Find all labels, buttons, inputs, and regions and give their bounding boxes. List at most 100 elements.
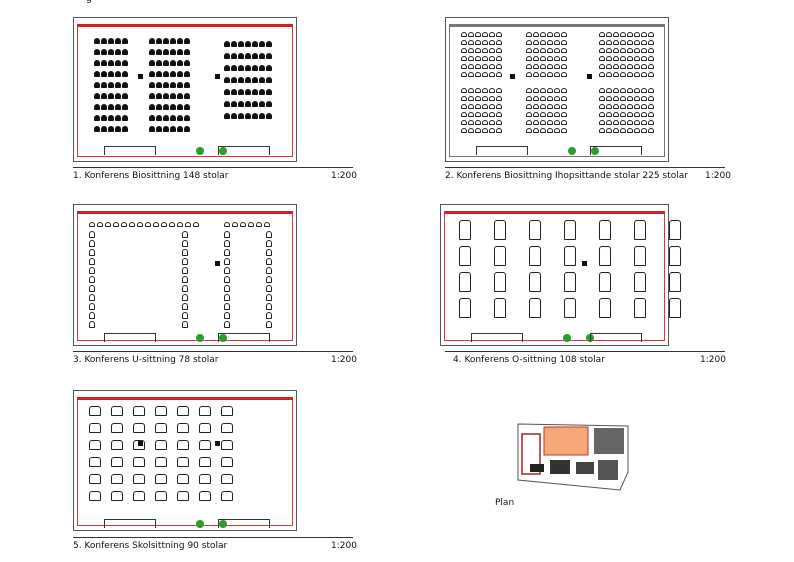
seat — [606, 56, 612, 61]
floor-plan-4 — [440, 204, 681, 346]
seat — [669, 220, 681, 240]
seat — [122, 38, 128, 44]
seat — [89, 312, 95, 319]
seat — [599, 64, 605, 69]
seat — [606, 88, 612, 93]
seat — [184, 60, 190, 66]
seat — [266, 89, 272, 95]
tree-icon — [196, 520, 204, 528]
seat — [606, 120, 612, 125]
seat — [224, 113, 230, 119]
seat — [177, 474, 189, 484]
seat — [634, 40, 640, 45]
seat — [613, 48, 619, 53]
seat — [468, 72, 474, 77]
seat — [554, 120, 560, 125]
seat — [266, 303, 272, 310]
seat — [170, 60, 176, 66]
seat — [177, 222, 183, 227]
seat — [540, 64, 546, 69]
seat — [489, 40, 495, 45]
seat — [634, 112, 640, 117]
seat — [259, 101, 265, 107]
seat — [529, 272, 541, 292]
seat — [232, 222, 238, 227]
seat — [627, 96, 633, 101]
seat — [526, 48, 532, 53]
stage — [476, 146, 528, 155]
seat — [468, 104, 474, 109]
seat — [613, 128, 619, 133]
seat — [221, 423, 233, 433]
seat — [240, 222, 246, 227]
seat — [489, 48, 495, 53]
seat — [634, 88, 640, 93]
seat — [101, 60, 107, 66]
seat — [89, 491, 101, 501]
seat — [606, 128, 612, 133]
seat — [606, 32, 612, 37]
stage — [104, 146, 156, 155]
seat — [648, 72, 654, 77]
seat — [177, 423, 189, 433]
seat — [496, 88, 502, 93]
seat — [648, 112, 654, 117]
seat — [199, 491, 211, 501]
seat — [496, 32, 502, 37]
seat — [266, 65, 272, 71]
seat — [108, 104, 114, 110]
seat — [627, 40, 633, 45]
seat — [266, 321, 272, 328]
seat — [461, 112, 467, 117]
seat — [482, 48, 488, 53]
column — [587, 74, 592, 79]
seat — [634, 32, 640, 37]
seat — [620, 72, 626, 77]
seat — [648, 40, 654, 45]
stage — [471, 333, 523, 342]
column — [138, 441, 143, 446]
seat — [115, 93, 121, 99]
seat — [224, 312, 230, 319]
seat — [599, 112, 605, 117]
seat — [111, 491, 123, 501]
seat — [540, 32, 546, 37]
seat — [547, 120, 553, 125]
seat — [182, 312, 188, 319]
seat — [156, 49, 162, 55]
seat — [620, 120, 626, 125]
seat — [101, 49, 107, 55]
seat — [252, 77, 258, 83]
seat — [482, 72, 488, 77]
seat — [468, 112, 474, 117]
seat — [533, 56, 539, 61]
seat — [641, 32, 647, 37]
seat — [489, 104, 495, 109]
stage — [590, 333, 642, 342]
seat — [170, 104, 176, 110]
seat — [496, 72, 502, 77]
seat — [468, 128, 474, 133]
seat — [489, 32, 495, 37]
seat — [248, 222, 254, 227]
seat — [252, 89, 258, 95]
seat — [461, 104, 467, 109]
seat — [634, 56, 640, 61]
seat — [177, 406, 189, 416]
seat — [108, 71, 114, 77]
seat — [529, 220, 541, 240]
seat — [620, 88, 626, 93]
seat — [613, 40, 619, 45]
seat — [182, 285, 188, 292]
seat — [115, 38, 121, 44]
seat — [561, 32, 567, 37]
seat — [533, 96, 539, 101]
seat — [641, 64, 647, 69]
stage — [218, 146, 270, 155]
seat — [496, 112, 502, 117]
seat — [599, 128, 605, 133]
seat — [231, 41, 237, 47]
seat — [606, 64, 612, 69]
seat — [461, 32, 467, 37]
seat — [533, 128, 539, 133]
